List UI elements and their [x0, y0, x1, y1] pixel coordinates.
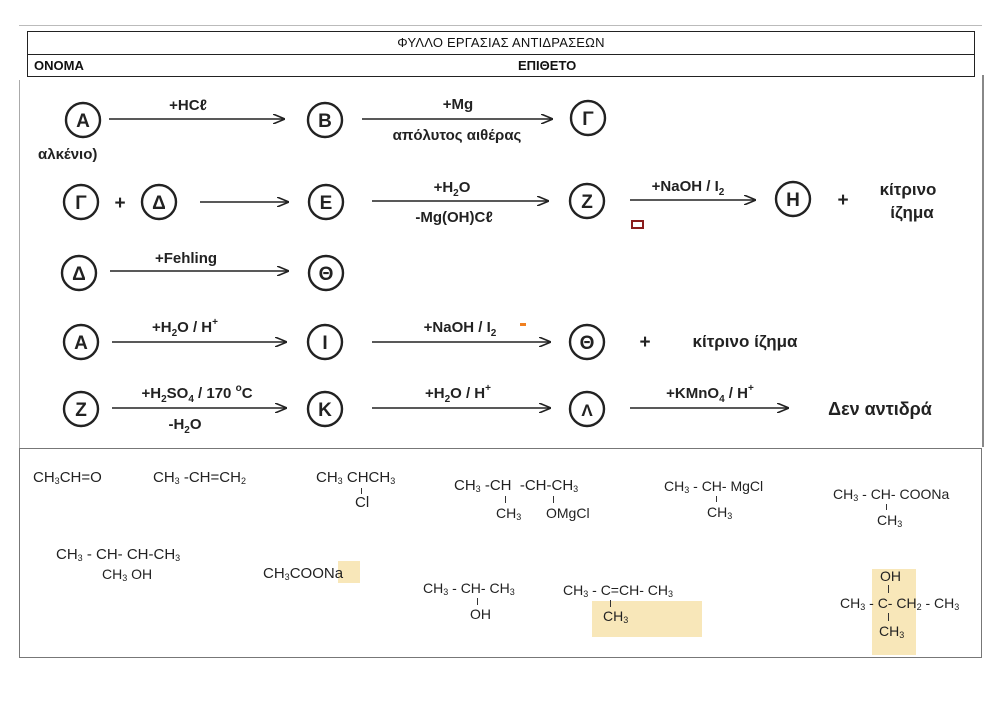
red-marker	[631, 220, 644, 229]
plus-3: +	[639, 332, 650, 353]
node-z-1: Ζ	[568, 182, 606, 220]
svg-text:Ζ: Ζ	[581, 192, 593, 213]
reagent-mgohcl: -Mg(OH)Cℓ	[415, 209, 492, 226]
node-h: Η	[774, 180, 812, 218]
bond-line	[505, 496, 506, 503]
yellow-precipitate-word1: κίτρινο	[880, 180, 937, 199]
reagent-ether: απόλυτος αιθέρας	[393, 127, 522, 144]
outer-border-top	[19, 25, 982, 26]
formula-carboxylate: CH3 - CH- COONa	[833, 486, 950, 503]
highlight-mark	[872, 569, 916, 655]
student-info-row: ΟΝΟΜΑ ΕΠΙΘΕΤΟ	[28, 55, 974, 77]
yellow-precipitate-inline: κίτρινο ίζημα	[693, 332, 799, 351]
highlight-mark	[592, 601, 702, 637]
surname-label: ΕΠΙΘΕΤΟ	[518, 58, 577, 73]
reagent-naoh-i2-1: +NaOH / I2	[652, 178, 725, 198]
formula-2-chloropropane-cl: Cl	[355, 494, 370, 511]
name-label: ΟΝΟΜΑ	[34, 58, 84, 73]
node-l: Λ	[568, 390, 606, 428]
node-b: Β	[306, 101, 344, 139]
node-i: Ι	[306, 323, 344, 361]
formula-acetaldehyde: CH3CH=O	[33, 469, 102, 486]
yellow-precipitate-word2: ίζημα	[890, 203, 934, 222]
formula-butanol-sub: CH3 OH	[102, 566, 153, 583]
alkene-note: αλκένιο)	[38, 146, 97, 163]
reagent-mg: +Mg	[443, 96, 473, 113]
node-a-2: Α	[62, 323, 100, 361]
reagent-kmno4: +KMnO4 / H+	[666, 383, 754, 405]
orange-marker	[520, 323, 526, 326]
formula-alkoxide-omgcl: OMgCl	[546, 505, 590, 521]
formula-alkoxide-ch3: CH3	[496, 505, 522, 522]
svg-text:Ε: Ε	[320, 193, 333, 214]
reagent-hcl: +HCℓ	[169, 97, 207, 114]
formula-grignard: CH3 - CH- MgCl	[664, 478, 764, 495]
no-reaction-text: Δεν αντιδρά	[828, 399, 932, 419]
reagent-naoh-i2-2: +NaOH / I2	[424, 319, 497, 339]
svg-text:Α: Α	[76, 111, 90, 132]
svg-text:Θ: Θ	[580, 333, 595, 354]
node-d-1: Δ	[140, 183, 178, 221]
reagent-h2so4: +H2SO4 / 170 oC	[141, 383, 252, 405]
node-z-2: Ζ	[62, 390, 100, 428]
svg-text:Δ: Δ	[72, 264, 86, 285]
bond-line	[716, 496, 717, 502]
reaction-scheme: Α αλκένιο) +HCℓ Β +Mg απόλυτος αιθέρας Γ…	[19, 80, 982, 448]
plus-2: +	[837, 190, 848, 211]
node-k: Κ	[306, 390, 344, 428]
svg-text:Ζ: Ζ	[75, 400, 87, 421]
formula-carboxylate-ch3: CH3	[877, 512, 903, 529]
formula-tertiary-alcohol: CH3 - C- CH2 - CH3	[840, 595, 960, 612]
formula-tertiary-alcohol-oh: OH	[880, 568, 901, 584]
reagent-fehling: +Fehling	[155, 250, 217, 267]
svg-text:Α: Α	[74, 333, 88, 354]
formula-butene-ch3: CH3	[603, 608, 629, 625]
formula-3-methyl-2-butanol: CH3 - CH- CH-CH3	[56, 546, 181, 563]
plus-1: +	[114, 193, 125, 214]
panel-right-border	[982, 75, 984, 447]
bond-line	[610, 600, 611, 607]
formula-tertiary-alcohol-ch3: CH3	[879, 623, 905, 640]
node-a-1: Α	[64, 101, 102, 139]
formula-2-propanol-oh: OH	[470, 606, 491, 622]
svg-text:Γ: Γ	[75, 193, 87, 214]
node-g-1: Γ	[569, 99, 607, 137]
formula-alkoxide-mgcl: CH3 -CH -CH-CH3	[454, 477, 579, 494]
formula-2-propanol: CH3 - CH- CH3	[423, 580, 515, 597]
highlight-mark	[338, 561, 360, 583]
bond-line	[553, 496, 554, 503]
formula-2-chloropropane: CH3 CHCH3	[316, 469, 396, 486]
reagent-h2o-h-2: +H2O / H+	[425, 383, 491, 405]
svg-text:Ι: Ι	[322, 333, 327, 354]
bond-line	[361, 488, 362, 494]
node-e: Ε	[307, 183, 345, 221]
svg-text:Γ: Γ	[582, 109, 594, 130]
bond-line	[477, 598, 478, 605]
formula-propene: CH3 -CH=CH2	[153, 469, 246, 486]
svg-text:Δ: Δ	[152, 193, 166, 214]
reagent-h2o-h-1: +H2O / H+	[152, 317, 218, 339]
svg-text:Θ: Θ	[319, 264, 334, 285]
reagent-h2o: +H2O	[434, 179, 471, 199]
svg-text:Η: Η	[786, 190, 800, 211]
svg-text:Κ: Κ	[318, 400, 332, 421]
reagent-minus-h2o: -H2O	[168, 416, 201, 436]
bond-line	[886, 504, 887, 510]
node-th-1: Θ	[307, 254, 345, 292]
node-d-2: Δ	[60, 254, 98, 292]
svg-text:Λ: Λ	[581, 401, 593, 420]
formula-grignard-ch3: CH3	[707, 504, 733, 521]
svg-text:Β: Β	[318, 111, 332, 132]
worksheet-title: ΦΥΛΛΟ ΕΡΓΑΣΙΑΣ ΑΝΤΙΔΡΑΣΕΩΝ	[28, 32, 974, 55]
formula-options-panel: CH3CH=O CH3 -CH=CH2 CH3 CHCH3 Cl CH3 -CH…	[19, 448, 982, 658]
bond-line	[888, 613, 889, 621]
bond-line	[888, 585, 889, 593]
node-th-2: Θ	[568, 323, 606, 361]
formula-sodium-acetate: CH3COONa	[263, 565, 344, 582]
node-g-2: Γ	[62, 183, 100, 221]
worksheet-header: ΦΥΛΛΟ ΕΡΓΑΣΙΑΣ ΑΝΤΙΔΡΑΣΕΩΝ ΟΝΟΜΑ ΕΠΙΘΕΤΟ	[27, 31, 975, 77]
formula-2-methyl-2-butene: CH3 - C=CH- CH3	[563, 582, 673, 599]
